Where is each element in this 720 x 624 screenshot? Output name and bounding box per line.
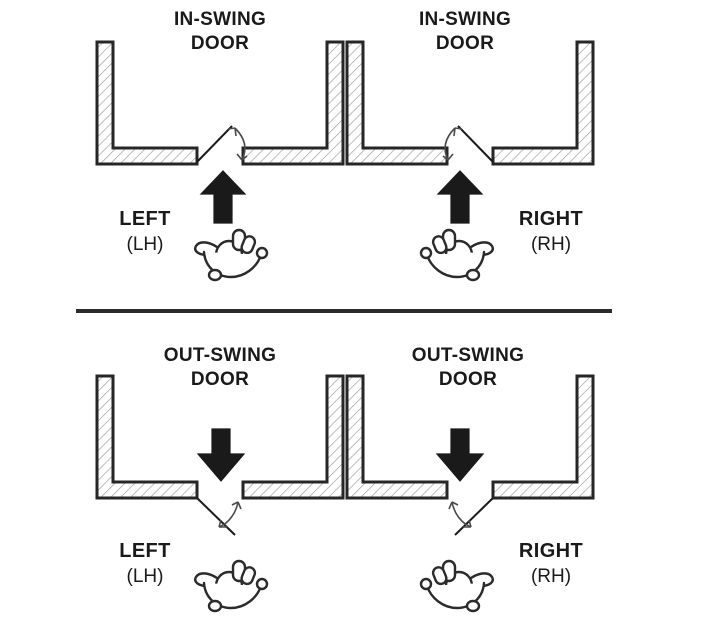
swing-direction-arrow-in-left (199, 170, 247, 224)
section-divider (76, 309, 612, 313)
door-leaf-out-swing-right (454, 497, 494, 536)
door-unit-out-swing-left (95, 374, 345, 554)
wall-right (491, 40, 595, 166)
title-in-swing-right: IN-SWING DOOR (418, 9, 512, 54)
hand-label-small: (RH) (530, 234, 572, 255)
swing-arc-arrow-out-swing-right (448, 501, 472, 528)
door-unit-out-swing-right (345, 374, 595, 554)
hand-label-small: (LH) (126, 234, 164, 255)
arrow-down-icon (435, 428, 485, 482)
hand-label-out-swing-left: LEFT (LH) (95, 538, 195, 590)
left-hand-palm-up-icon (191, 558, 269, 613)
floorplan-out-swing-right (345, 374, 595, 536)
title-in-swing-left: IN-SWING DOOR (173, 9, 267, 54)
hand-label-big: LEFT (119, 208, 171, 230)
hand-label-big: LEFT (119, 540, 171, 562)
right-hand-palm-up-icon (419, 227, 497, 282)
title-out-swing-left: OUT-SWING DOOR (163, 345, 277, 390)
wall-left (345, 374, 449, 500)
door-leaf-out-swing-left (196, 497, 236, 536)
hand-label-out-swing-right: RIGHT (RH) (496, 538, 606, 590)
wall-left (95, 374, 199, 500)
hand-label-big: RIGHT (518, 208, 584, 230)
hand-label-big: RIGHT (518, 540, 584, 562)
door-unit-in-swing-right (345, 40, 595, 180)
swing-arc-arrow-out-swing-left (218, 501, 242, 528)
arrow-down-icon (196, 428, 246, 482)
wall-left (95, 40, 199, 166)
wall-right (241, 40, 345, 166)
wall-right (491, 374, 595, 500)
swing-direction-arrow-out-left (196, 428, 246, 482)
hand-label-small: (LH) (126, 566, 164, 587)
door-leaf-in-swing-right (457, 125, 494, 163)
right-hand-palm-up-icon (419, 558, 497, 613)
hand-label-in-swing-right: RIGHT (RH) (496, 206, 606, 258)
floorplan-in-swing-left (95, 40, 345, 166)
wall-left (345, 40, 449, 166)
swing-arc-arrow-in-swing-right (442, 127, 463, 161)
door-unit-in-swing-left (95, 40, 345, 180)
left-hand-palm-up-icon (191, 227, 269, 282)
hand-label-in-swing-left: LEFT (LH) (95, 206, 195, 258)
arrow-up-icon (436, 170, 484, 224)
title-out-swing-right: OUT-SWING DOOR (411, 345, 525, 390)
arrow-up-icon (199, 170, 247, 224)
swing-arc-arrow-in-swing-left (227, 127, 248, 161)
floorplan-out-swing-left (95, 374, 345, 536)
swing-direction-arrow-out-right (435, 428, 485, 482)
door-leaf-in-swing-left (196, 125, 233, 163)
wall-right (241, 374, 345, 500)
swing-direction-arrow-in-right (436, 170, 484, 224)
hand-label-small: (RH) (530, 566, 572, 587)
floorplan-in-swing-right (345, 40, 595, 166)
